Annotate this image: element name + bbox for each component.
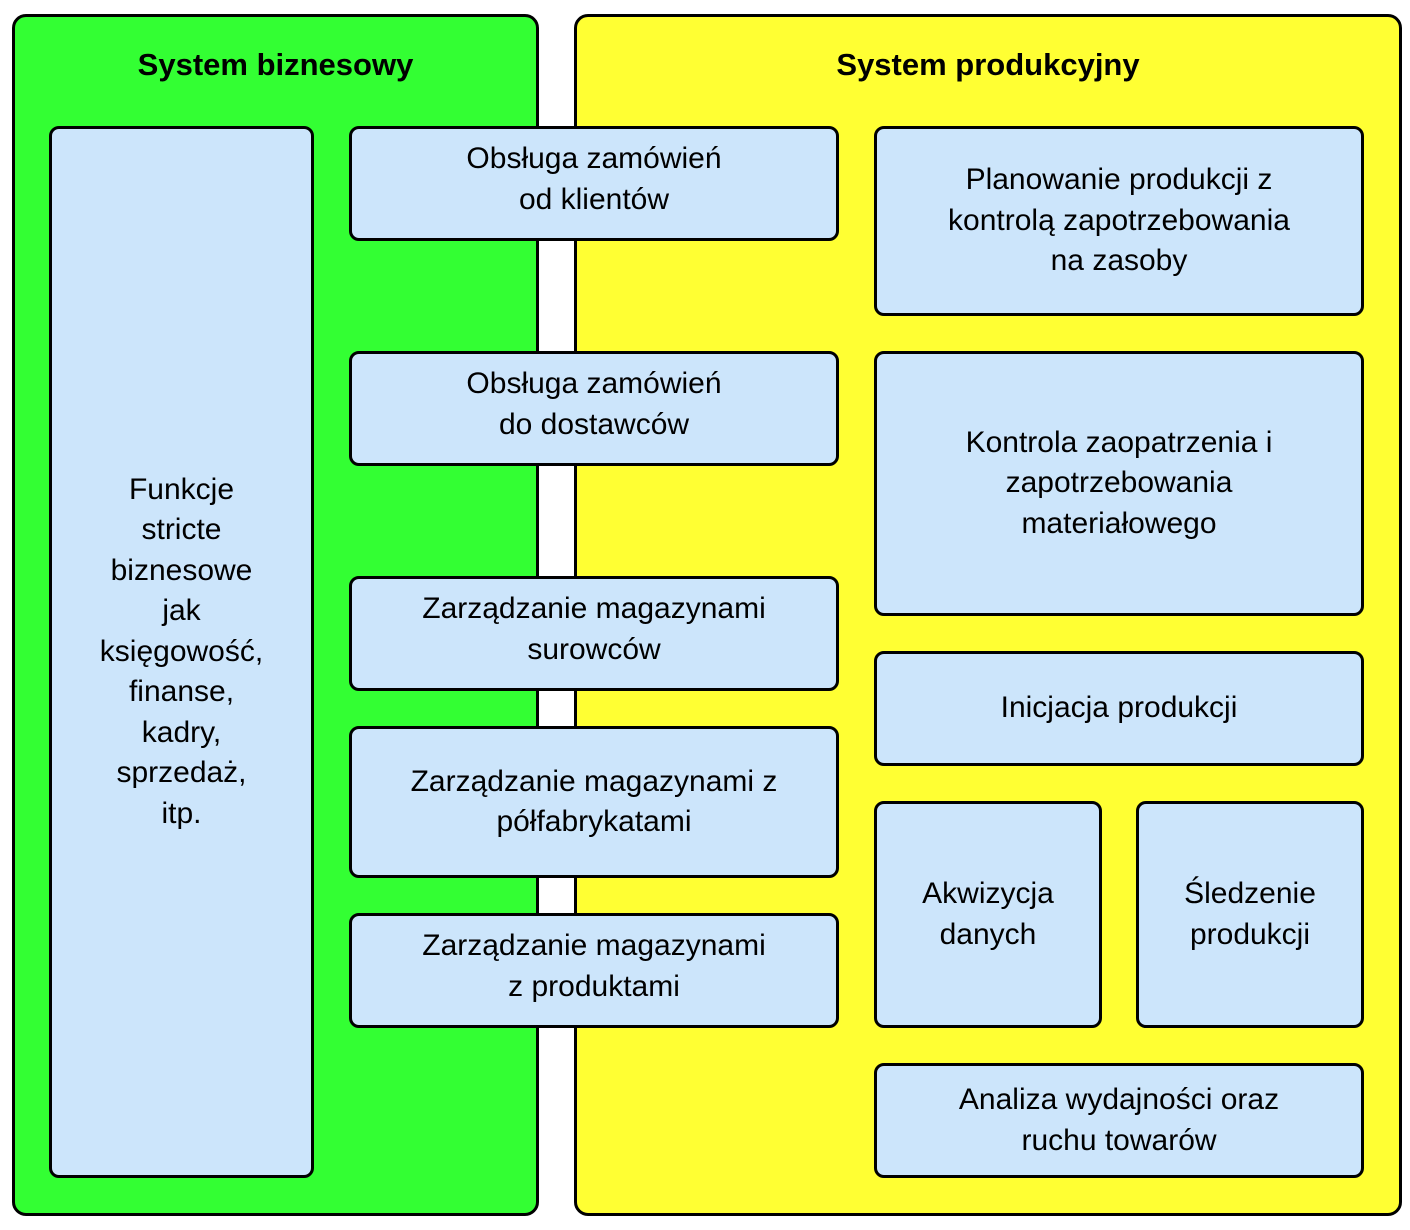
performance-analysis-label: Analiza wydajności oraz ruchu towarów — [958, 1083, 1280, 1157]
customer-orders-label: Obsługa zamówień od klientów — [466, 142, 722, 216]
supply-control-box: Kontrola zaopatrzenia i zapotrzebowania … — [874, 351, 1364, 616]
data-acquisition-label: Akwizycja danych — [922, 877, 1054, 951]
production-system-title: System produkcyjny — [836, 47, 1140, 82]
business-functions-label: Funkcje stricte biznesowe jak księgowość… — [99, 472, 264, 830]
semi-finished-warehouse-label: Zarządzanie magazynami z półfabrykatami — [410, 764, 778, 839]
data-acquisition-box: Akwizycja danych — [874, 801, 1102, 1028]
products-warehouse-box: Zarządzanie magazynami z produktami — [349, 913, 839, 1028]
production-initiation-label: Inicjacja produkcji — [1000, 691, 1238, 725]
supplier-orders-box: Obsługa zamówień do dostawców — [349, 351, 839, 466]
customer-orders-box: Obsługa zamówień od klientów — [349, 126, 839, 241]
raw-materials-warehouse-label: Zarządzanie magazynami surowców — [422, 592, 766, 666]
production-tracking-box: Śledzenie produkcji — [1136, 801, 1364, 1028]
supplier-orders-label: Obsługa zamówień do dostawców — [466, 367, 722, 441]
supply-control-label: Kontrola zaopatrzenia i zapotrzebowania … — [965, 425, 1273, 540]
production-tracking-label: Śledzenie produkcji — [1184, 877, 1316, 951]
business-functions-box: Funkcje stricte biznesowe jak księgowość… — [49, 126, 314, 1178]
performance-analysis-box: Analiza wydajności oraz ruchu towarów — [874, 1063, 1364, 1178]
production-initiation-box: Inicjacja produkcji — [874, 651, 1364, 766]
raw-materials-warehouse-box: Zarządzanie magazynami surowców — [349, 576, 839, 691]
business-system-title: System biznesowy — [137, 47, 414, 82]
products-warehouse-label: Zarządzanie magazynami z produktami — [422, 929, 766, 1003]
production-planning-box: Planowanie produkcji z kontrolą zapotrze… — [874, 126, 1364, 316]
semi-finished-warehouse-box: Zarządzanie magazynami z półfabrykatami — [349, 726, 839, 878]
production-planning-label: Planowanie produkcji z kontrolą zapotrze… — [948, 163, 1290, 278]
